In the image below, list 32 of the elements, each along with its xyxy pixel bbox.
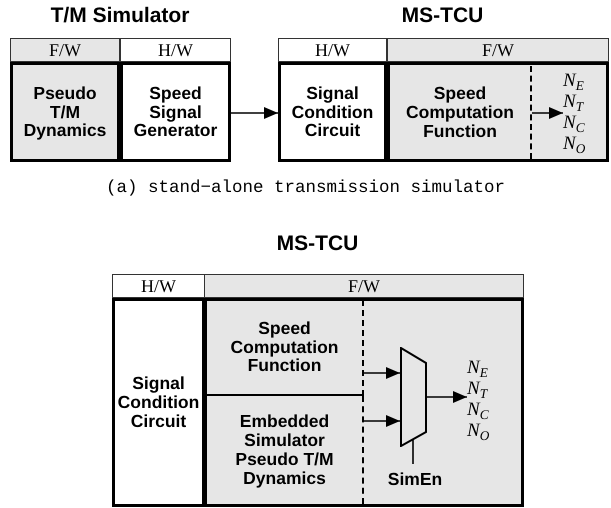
block-label: Speed Signal Generator (132, 84, 218, 140)
output-variable: N$_{T}$ (563, 91, 585, 112)
output-variable: N$_{O}$ (467, 420, 490, 441)
output-variable: N$_{C}$ (467, 399, 490, 420)
arrow (427, 391, 467, 403)
group-title: T/M Simulator (50, 4, 190, 28)
arrow (364, 367, 400, 379)
column-header: H/W (112, 274, 205, 298)
column-header: H/W (278, 38, 387, 62)
block-label: Pseudo T/M Dynamics (22, 84, 108, 140)
arrow (532, 107, 563, 119)
group-title: MS-TCU (400, 4, 484, 28)
column-header: F/W (204, 274, 524, 298)
arrow (364, 415, 400, 427)
block-label: Embedded Simulator Pseudo T/M Dynamics (234, 412, 335, 488)
block-label: Signal Condition Circuit (116, 374, 200, 431)
output-variable: N$_{E}$ (467, 357, 489, 378)
block-label: Speed Computation Function (405, 84, 515, 141)
caption: (a) stand−alone transmission simulator (104, 178, 506, 198)
connector-line (412, 440, 414, 464)
group-title: MS-TCU (276, 232, 360, 256)
block-label: Signal Condition Circuit (290, 84, 374, 140)
signal-label: SimEn (388, 470, 442, 488)
block-label: Speed Computation Function (230, 318, 340, 376)
output-variable: N$_{E}$ (563, 70, 585, 91)
arrow (231, 107, 278, 119)
output-variable: N$_{O}$ (563, 133, 586, 154)
column-header: F/W (10, 38, 120, 62)
output-variable: N$_{C}$ (563, 112, 586, 133)
output-variable: N$_{T}$ (467, 378, 489, 399)
column-header: F/W (387, 38, 609, 62)
column-header: H/W (120, 38, 231, 62)
